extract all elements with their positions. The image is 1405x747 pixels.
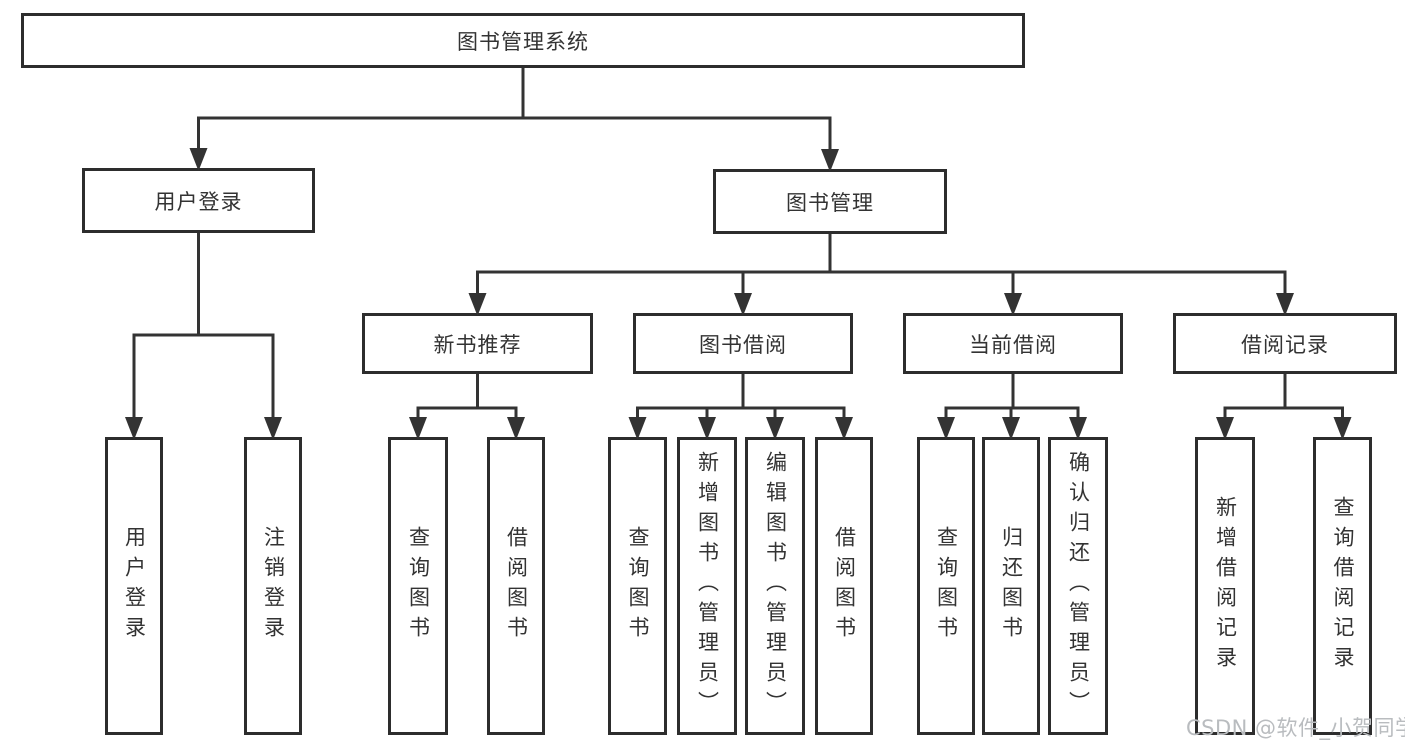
- node-label-book-mgmt: 图书管理: [786, 190, 874, 215]
- node-label-leaf-edit-book: 编辑图书（管理员）: [763, 451, 788, 721]
- node-label-leaf-borrow-book-1: 借阅图书: [504, 526, 529, 646]
- node-label-leaf-query-record: 查询借阅记录: [1331, 496, 1355, 676]
- node-label-leaf-query-book-3: 查询图书: [934, 526, 959, 646]
- node-label-borrow-records: 借阅记录: [1241, 332, 1329, 357]
- node-label-user-login: 用户登录: [154, 189, 243, 214]
- node-leaf-add-book: 新增图书（管理员）: [677, 437, 737, 735]
- node-leaf-add-record: 新增借阅记录: [1195, 437, 1255, 735]
- node-leaf-query-book-2: 查询图书: [608, 437, 667, 735]
- node-leaf-user-login: 用户登录: [105, 437, 163, 735]
- node-label-leaf-confirm-return: 确认归还（管理员）: [1066, 451, 1091, 721]
- node-label-leaf-query-book-2: 查询图书: [626, 526, 650, 646]
- node-label-leaf-query-book-1: 查询图书: [406, 526, 431, 646]
- node-book-mgmt: 图书管理: [713, 169, 947, 234]
- node-user-login: 用户登录: [82, 168, 315, 233]
- node-book-borrow: 图书借阅: [633, 313, 853, 374]
- node-leaf-return-book: 归还图书: [982, 437, 1040, 735]
- node-label-book-borrow: 图书借阅: [699, 332, 787, 357]
- node-leaf-borrow-book-2: 借阅图书: [815, 437, 873, 735]
- node-leaf-borrow-book-1: 借阅图书: [487, 437, 545, 735]
- node-leaf-confirm-return: 确认归还（管理员）: [1048, 437, 1108, 735]
- node-leaf-logout: 注销登录: [244, 437, 302, 735]
- node-new-book-rec: 新书推荐: [362, 313, 593, 374]
- node-label-new-book-rec: 新书推荐: [433, 332, 522, 357]
- node-borrow-records: 借阅记录: [1173, 313, 1397, 374]
- node-leaf-query-book-3: 查询图书: [917, 437, 975, 735]
- node-label-current-borrow: 当前借阅: [969, 332, 1057, 357]
- node-leaf-edit-book: 编辑图书（管理员）: [745, 437, 805, 735]
- node-leaf-query-book-1: 查询图书: [388, 437, 448, 735]
- node-label-leaf-add-book: 新增图书（管理员）: [695, 451, 720, 721]
- node-label-leaf-return-book: 归还图书: [999, 526, 1024, 646]
- node-current-borrow: 当前借阅: [903, 313, 1123, 374]
- node-label-leaf-borrow-book-2: 借阅图书: [832, 526, 857, 646]
- node-label-root: 图书管理系统: [457, 29, 589, 54]
- node-leaf-query-record: 查询借阅记录: [1313, 437, 1372, 735]
- node-label-leaf-user-login: 用户登录: [122, 526, 147, 646]
- csdn-watermark: CSDN @软件_小贺同学: [1186, 716, 1405, 740]
- node-label-leaf-logout: 注销登录: [261, 526, 286, 646]
- node-root: 图书管理系统: [21, 13, 1025, 68]
- node-label-leaf-add-record: 新增借阅记录: [1213, 496, 1238, 676]
